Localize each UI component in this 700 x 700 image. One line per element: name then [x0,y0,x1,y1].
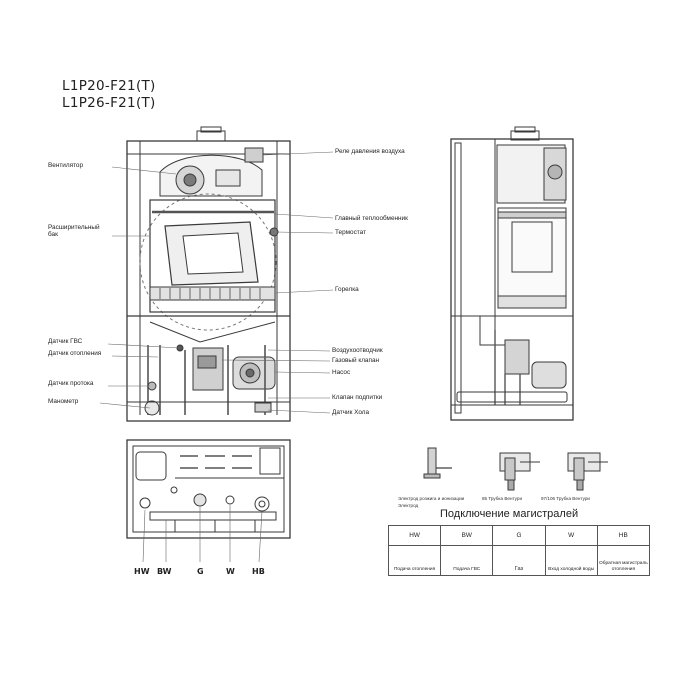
model-name-2: L1P26-F21(T) [62,95,156,111]
label-makeup-valve: Клапан подпитки [332,394,383,401]
table-cell: Вход холодной воды [544,545,598,576]
table-header-cell: HW [387,525,442,546]
right-leaders [221,151,334,414]
fitting-elbow [423,447,452,479]
label-thermostat: Термостат [335,229,366,236]
caption-elbow: Электрод розжига и ионизации Электрод [398,496,465,508]
table-header-cell: G [492,525,546,546]
connection-table: HW BW G W HB Подача отопления Подача ГВС… [387,525,651,576]
fitting-venturi-85 [499,452,540,491]
table-row: Подача отопления Подача ГВС Газ Вход хол… [387,545,651,576]
table-header-cell: BW [440,525,494,546]
label-flow-sensor: Датчик протока [48,380,94,387]
label-expansion-tank: Расширительный бак [48,224,100,239]
table-cell: Подача ГВС [440,545,494,576]
fitting-venturi-97-106 [567,452,608,491]
caption-venturi-85: 85 Трубка Вентури [482,496,523,501]
label-heating-sensor: Датчик отопления [48,350,102,357]
table-cell: Подача отопления [387,545,442,576]
table-cell: Газ [492,545,546,576]
label-fan: Вентилятор [48,162,83,169]
connection-label-bw: BW [157,567,172,576]
bottom-view-boiler [126,439,291,563]
connection-label-hb: HB [252,567,265,576]
connection-label-hw: HW [134,567,150,576]
table-header-cell: HB [596,525,651,546]
label-main-heat-exchanger: Главный теплообменник [335,215,408,222]
label-burner: Горелка [335,286,359,293]
label-pump: Насос [332,369,351,376]
connection-table-title: Подключение магистралей [440,508,579,520]
left-leaders [99,166,181,409]
table-header-cell: W [544,525,598,546]
label-dhw-sensor: Датчик ГВС [48,338,83,345]
table-header-row: HW BW G W HB [387,525,651,546]
table-cell: Обратная магистраль отопления [596,545,651,576]
label-gas-valve: Газовый клапан [332,357,380,364]
label-hall-sensor: Датчик Хола [332,409,370,416]
side-view-boiler [450,126,574,421]
connection-label-g: G [197,567,204,576]
front-view-boiler [126,126,291,422]
connection-label-w: W [226,567,235,576]
label-air-pressure-relay: Реле давления воздуха [335,148,405,155]
caption-venturi-97-106: 97/106 Трубка Вентури [541,496,590,501]
label-pressure-gauge: Манометр [48,398,79,405]
model-name-1: L1P20-F21(T) [62,78,156,94]
label-air-vent: Воздухоотводчик [332,347,383,354]
